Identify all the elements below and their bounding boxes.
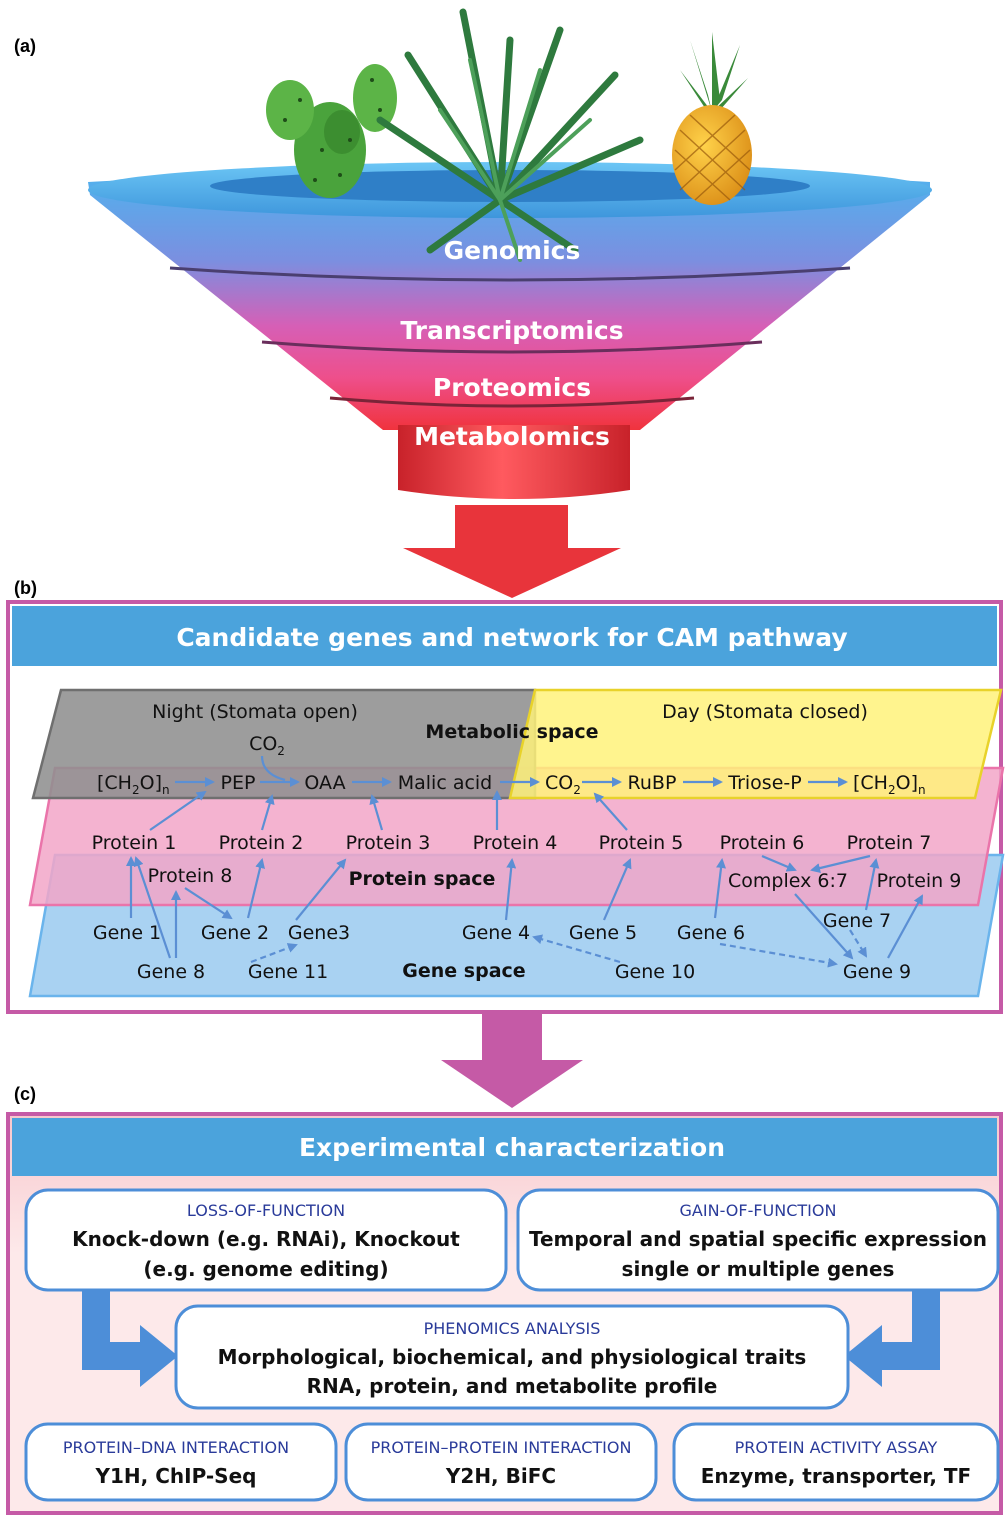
metabolite-oaa: OAA bbox=[304, 772, 345, 794]
pdi-line-1: Y1H, ChIP-Seq bbox=[95, 1464, 257, 1488]
protein-9: Protein 9 bbox=[877, 870, 962, 892]
agave-icon bbox=[376, 8, 644, 262]
metabolite-co2-top: CO2 bbox=[249, 733, 285, 758]
gain-of-function-box: GAIN-OF-FUNCTION Temporal and spatial sp… bbox=[516, 1188, 1000, 1292]
layer-metabolomics: Metabolomics bbox=[414, 422, 610, 451]
panel-b-header bbox=[12, 606, 997, 666]
protein-8: Protein 8 bbox=[148, 865, 233, 887]
panel-label-a: (a) bbox=[14, 36, 36, 56]
layer-proteomics: Proteomics bbox=[433, 373, 591, 402]
gene-10: Gene 10 bbox=[615, 961, 695, 983]
gene-9: Gene 9 bbox=[843, 961, 911, 983]
loss-line-2: (e.g. genome editing) bbox=[143, 1257, 388, 1281]
phenomics-line-2: RNA, protein, and metabolite profile bbox=[307, 1374, 718, 1398]
paa-title: PROTEIN ACTIVITY ASSAY bbox=[735, 1438, 938, 1457]
day-label: Day (Stomata closed) bbox=[662, 701, 868, 723]
gene-2: Gene 2 bbox=[201, 922, 269, 944]
night-label: Night (Stomata open) bbox=[152, 701, 358, 723]
gain-title: GAIN-OF-FUNCTION bbox=[680, 1201, 837, 1220]
phenomics-box: PHENOMICS ANALYSIS Morphological, bioche… bbox=[174, 1304, 850, 1410]
protein-dna-box: PROTEIN–DNA INTERACTION Y1H, ChIP-Seq bbox=[24, 1422, 338, 1502]
ppi-line-1: Y2H, BiFC bbox=[445, 1464, 556, 1488]
gene-4: Gene 4 bbox=[462, 922, 530, 944]
metabolite-triose-p: Triose-P bbox=[727, 772, 801, 794]
down-arrow-magenta bbox=[441, 1014, 583, 1108]
protein-4: Protein 4 bbox=[473, 832, 558, 854]
panel-c-header bbox=[12, 1118, 997, 1176]
elbow-arrow-left bbox=[82, 1285, 178, 1387]
gene-3: Gene3 bbox=[288, 922, 350, 944]
gene-8: Gene 8 bbox=[137, 961, 205, 983]
elbow-arrow-right bbox=[844, 1285, 940, 1387]
protein-6: Protein 6 bbox=[720, 832, 805, 854]
gene-7: Gene 7 bbox=[823, 910, 891, 932]
gene-space-label: Gene space bbox=[402, 960, 525, 982]
metabolic-day-plane bbox=[508, 688, 1003, 800]
panel-label-b: (b) bbox=[14, 578, 37, 598]
gene-1: Gene 1 bbox=[93, 922, 161, 944]
metabolite-rubp: RuBP bbox=[628, 772, 677, 794]
layer-transcriptomics: Transcriptomics bbox=[400, 316, 623, 345]
metabolite-malic-acid: Malic acid bbox=[398, 772, 493, 794]
complex-6-7: Complex 6:7 bbox=[728, 870, 848, 892]
gene-6: Gene 6 bbox=[677, 922, 745, 944]
loss-title: LOSS-OF-FUNCTION bbox=[187, 1201, 345, 1220]
gene-11: Gene 11 bbox=[248, 961, 328, 983]
protein-protein-box: PROTEIN–PROTEIN INTERACTION Y2H, BiFC bbox=[344, 1422, 658, 1502]
network-arrows bbox=[126, 755, 923, 968]
loss-of-function-box: LOSS-OF-FUNCTION Knock-down (e.g. RNAi),… bbox=[24, 1188, 508, 1292]
protein-space-label: Protein space bbox=[349, 868, 496, 890]
phenomics-line-1: Morphological, biochemical, and physiolo… bbox=[218, 1345, 807, 1369]
panel-b-title: Candidate genes and network for CAM path… bbox=[176, 623, 847, 652]
metabolite-pep: PEP bbox=[221, 772, 256, 794]
protein-1: Protein 1 bbox=[92, 832, 177, 854]
down-arrow-red bbox=[403, 505, 621, 598]
protein-5: Protein 5 bbox=[599, 832, 684, 854]
protein-2: Protein 2 bbox=[219, 832, 304, 854]
pineapple-icon bbox=[672, 32, 752, 205]
metabolite-ch2o-left: [CH2O]n bbox=[97, 772, 170, 797]
metabolic-space-label: Metabolic space bbox=[425, 721, 598, 743]
metabolite-co2-mid: CO2 bbox=[545, 772, 581, 797]
pdi-title: PROTEIN–DNA INTERACTION bbox=[63, 1438, 289, 1457]
gain-line-2: single or multiple genes bbox=[622, 1257, 895, 1281]
gain-line-1: Temporal and spatial specific expression bbox=[529, 1227, 987, 1251]
protein-7: Protein 7 bbox=[847, 832, 932, 854]
loss-line-1: Knock-down (e.g. RNAi), Knockout bbox=[72, 1227, 460, 1251]
cactus-icon bbox=[266, 64, 397, 198]
protein-activity-box: PROTEIN ACTIVITY ASSAY Enzyme, transport… bbox=[672, 1422, 1000, 1502]
paa-line-1: Enzyme, transporter, TF bbox=[701, 1464, 971, 1488]
panel-label-c: (c) bbox=[14, 1084, 36, 1104]
metabolite-ch2o-right: [CH2O]n bbox=[853, 772, 926, 797]
panel-c-title: Experimental characterization bbox=[299, 1133, 725, 1162]
gene-5: Gene 5 bbox=[569, 922, 637, 944]
protein-3: Protein 3 bbox=[346, 832, 431, 854]
ppi-title: PROTEIN–PROTEIN INTERACTION bbox=[371, 1438, 632, 1457]
layer-genomics: Genomics bbox=[444, 236, 581, 265]
phenomics-title: PHENOMICS ANALYSIS bbox=[424, 1319, 601, 1338]
